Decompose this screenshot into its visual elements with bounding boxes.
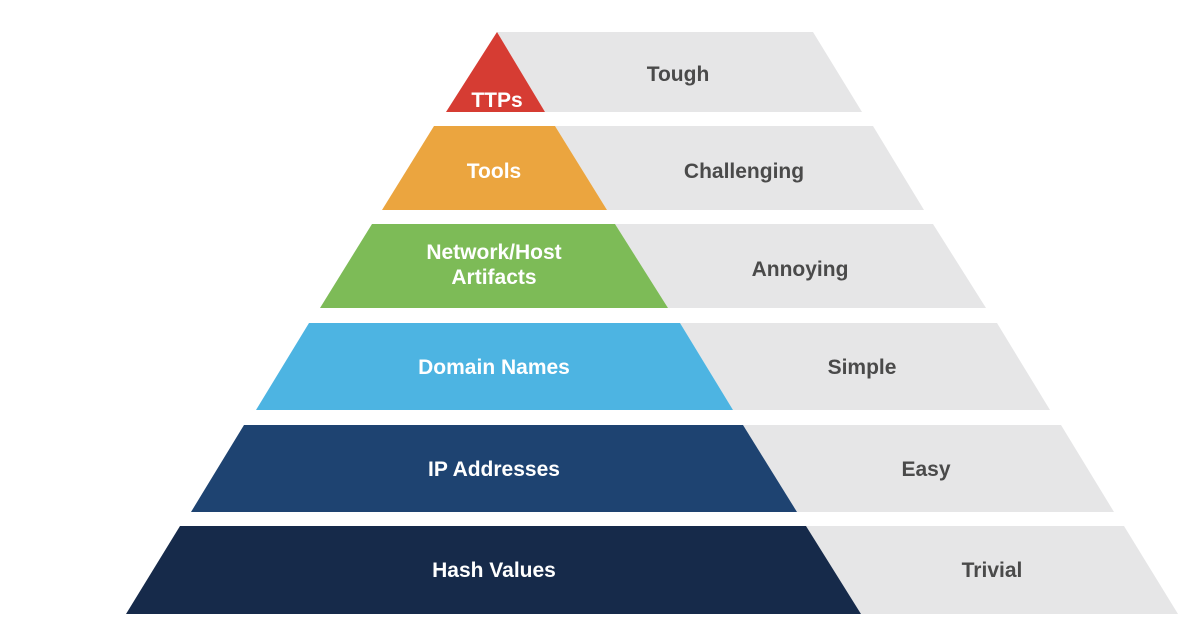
difficulty-label-easy: Easy: [901, 458, 950, 481]
tier-label-tools: Tools: [467, 160, 521, 183]
tier-label-network-host-line1: Network/Host: [426, 241, 561, 264]
tier-shape-domain-names: [256, 323, 733, 410]
difficulty-band-network-host-artifacts: [615, 224, 986, 308]
pyramid-level-tools: Tools Challenging: [382, 126, 924, 210]
tier-shape-ip-addresses: [191, 425, 797, 512]
pyramid-level-network-host-artifacts: Network/Host Artifacts Annoying: [320, 224, 986, 308]
difficulty-band-hash-values: [806, 526, 1178, 614]
difficulty-band-tools: [555, 126, 924, 210]
pyramid-level-ttps: TTPs Tough: [446, 32, 862, 112]
tier-label-network-host-line2: Artifacts: [451, 266, 536, 289]
pyramid-level-domain-names: Domain Names Simple: [256, 323, 1050, 410]
difficulty-label-trivial: Trivial: [962, 559, 1023, 582]
difficulty-label-simple: Simple: [828, 356, 897, 379]
difficulty-label-challenging: Challenging: [684, 160, 804, 183]
difficulty-band-domain-names: [680, 323, 1050, 410]
tier-shape-hash-values: [126, 526, 861, 614]
difficulty-band-ttps: [497, 32, 862, 112]
tier-shape-tools: [382, 126, 607, 210]
tier-shape-network-host-artifacts: [320, 224, 668, 308]
tier-shape-ttps: [446, 32, 545, 112]
difficulty-label-tough: Tough: [647, 63, 710, 86]
difficulty-band-ip-addresses: [743, 425, 1114, 512]
tier-label-hash-values: Hash Values: [432, 559, 556, 582]
tier-label-domain-names: Domain Names: [418, 356, 570, 379]
pyramid-level-ip-addresses: IP Addresses Easy: [191, 425, 1114, 512]
tier-label-ttps: TTPs: [471, 89, 522, 112]
pyramid-level-hash-values: Hash Values Trivial: [126, 526, 1178, 614]
difficulty-label-annoying: Annoying: [752, 258, 849, 281]
tier-label-ip-addresses: IP Addresses: [428, 458, 560, 481]
